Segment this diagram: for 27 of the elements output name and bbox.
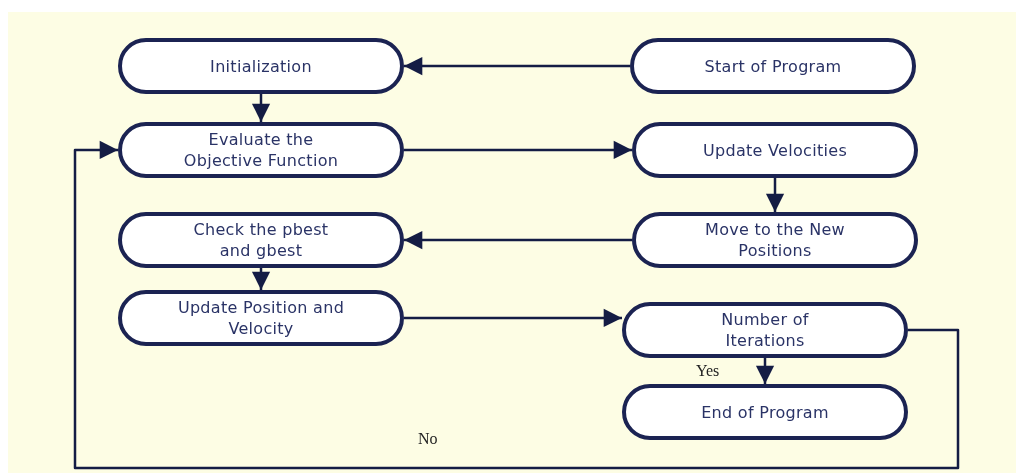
box-label: Check the pbest and gbest [192, 219, 330, 261]
process-box [118, 290, 404, 346]
arrow [251, 94, 271, 122]
process-box [118, 38, 404, 94]
process-box [622, 302, 908, 358]
arrow [404, 308, 622, 328]
arrow [404, 140, 632, 160]
process-box [630, 38, 916, 94]
arrow [755, 358, 775, 384]
box-label: Move to the New Positions [704, 219, 846, 261]
process-box [632, 122, 918, 178]
arrow [73, 140, 960, 470]
process-box [632, 212, 918, 268]
box-label: Number of Iterations [720, 309, 810, 351]
box-label: End of Program [701, 401, 829, 423]
process-box [118, 122, 404, 178]
box-label: Update Velocities [702, 139, 848, 161]
arrow [251, 268, 271, 290]
process-box [118, 212, 404, 268]
box-label: Start of Program [704, 55, 842, 77]
box-label: Evaluate the Objective Function [182, 129, 340, 171]
box-label: Update Position and Velocity [177, 297, 345, 339]
arrow [404, 230, 632, 250]
process-box [622, 384, 908, 440]
box-label: Initialization [210, 55, 312, 77]
arrow [765, 178, 785, 212]
arrow [404, 56, 630, 76]
